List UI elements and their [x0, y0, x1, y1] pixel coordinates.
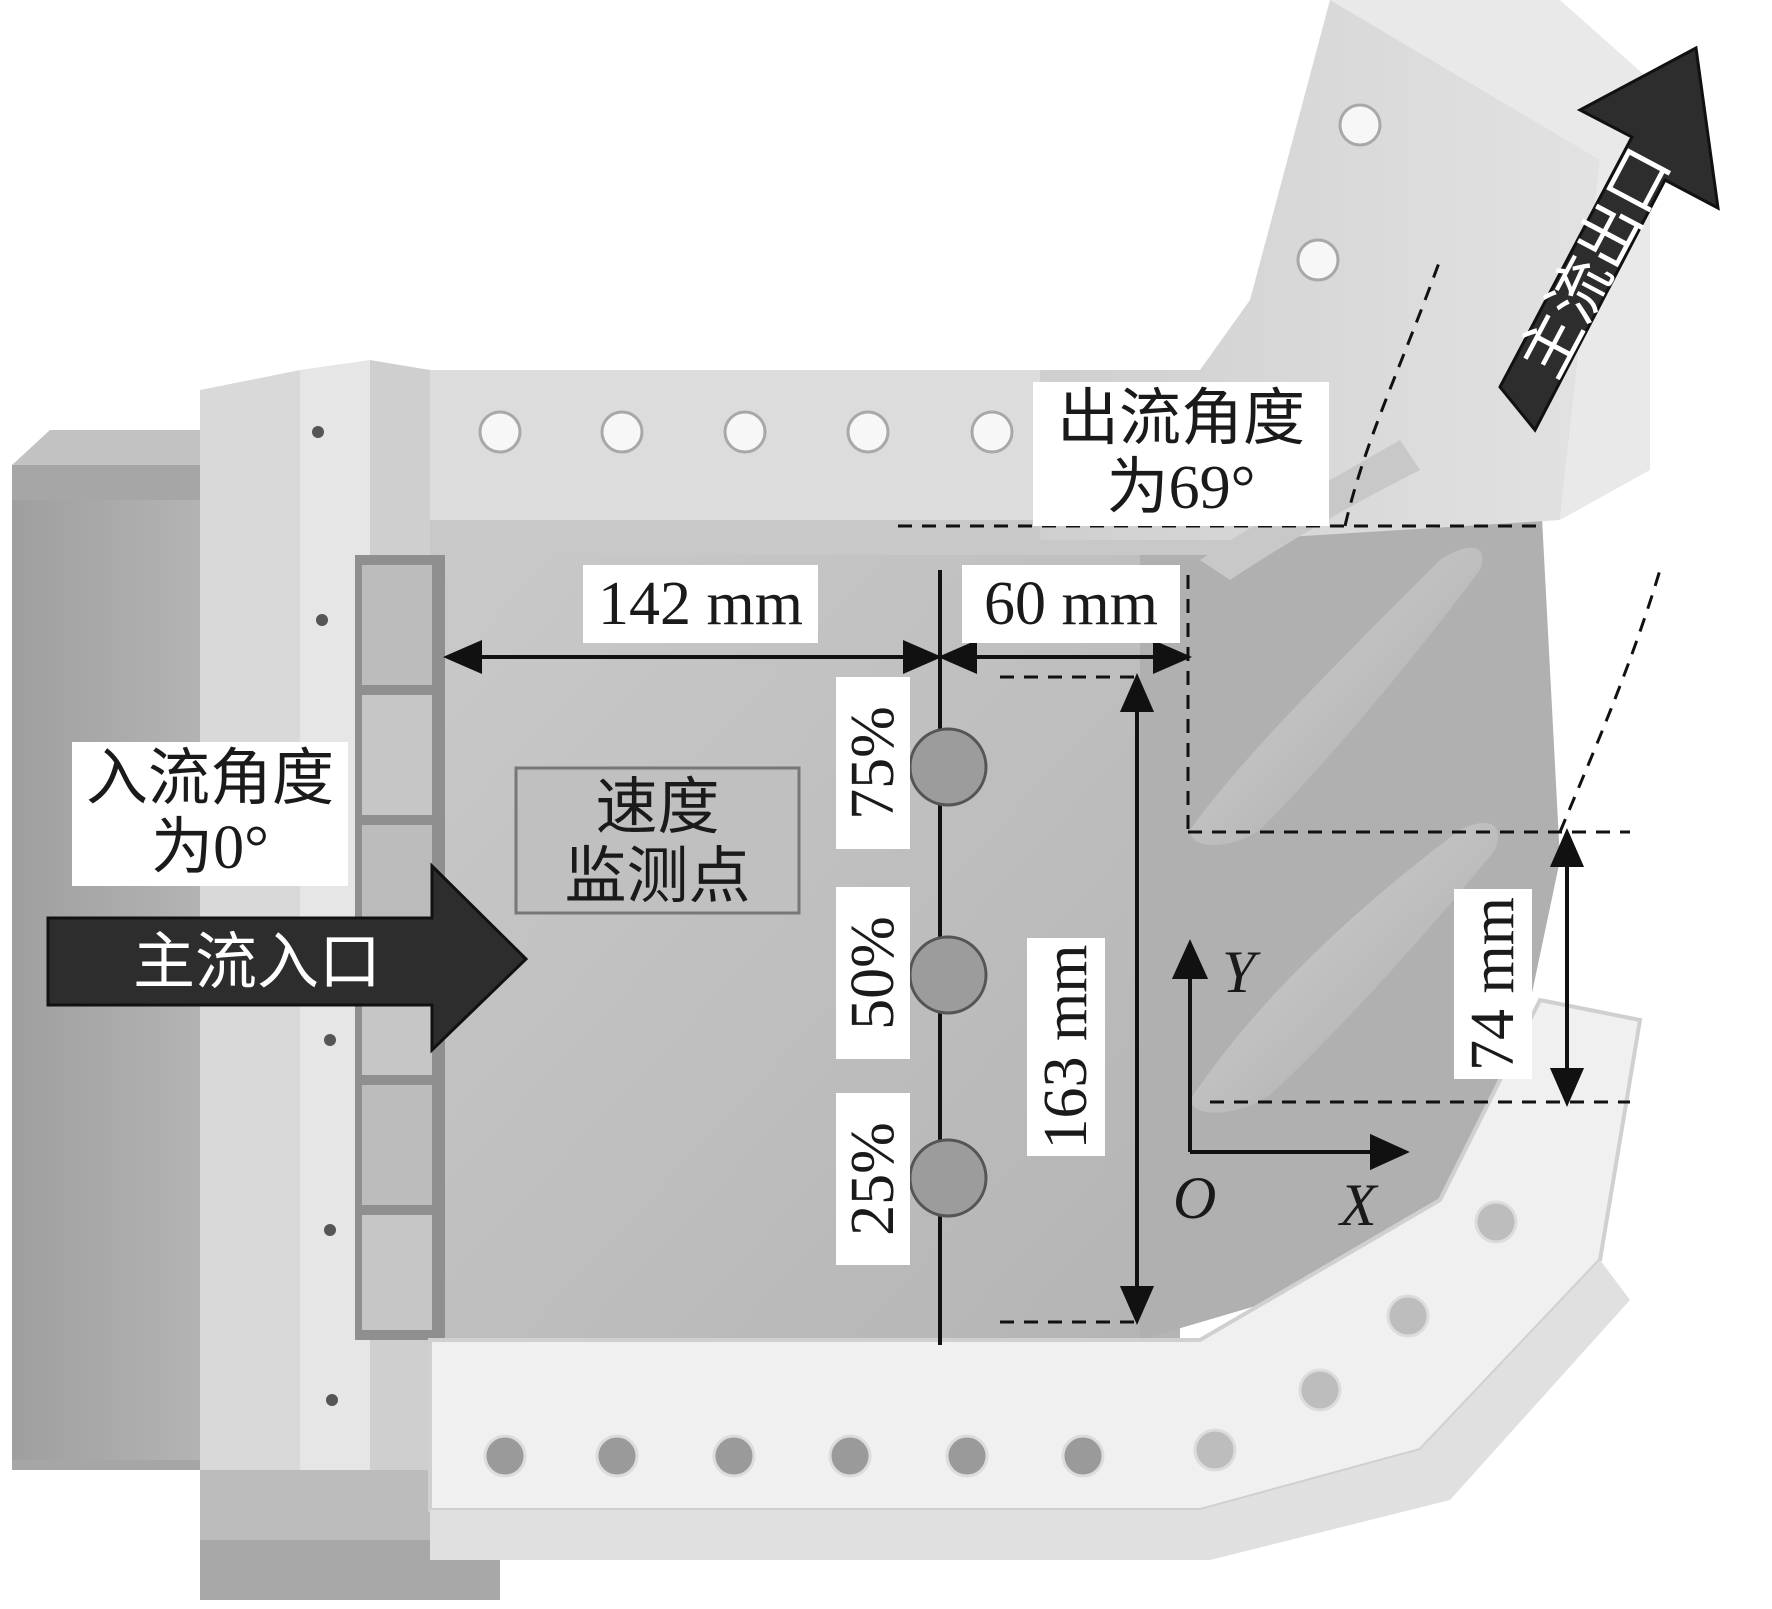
monitor-point-25-label: 25% [836, 1093, 910, 1265]
dim-60-label: 60 mm [962, 565, 1180, 643]
monitor-point-75 [908, 727, 988, 807]
main-inlet-label: 主流入口 [133, 929, 382, 997]
cascade-floor [1140, 480, 1560, 1340]
test-section-floor [445, 555, 1180, 1340]
main-inlet-arrow [46, 862, 529, 1054]
inlet-angle-line1: 入流角度 [85, 744, 334, 813]
axis-x-label: X [1340, 1172, 1377, 1238]
monitor-line2: 监测点 [564, 843, 751, 911]
bottom-wall-holes [483, 1200, 1518, 1478]
monitor-box [514, 766, 801, 915]
coordinate-axes [1171, 939, 1410, 1171]
outlet-angle-line1: 出流角度 [1056, 384, 1305, 453]
monitor-label: 速度 监测点 [516, 773, 799, 913]
axis-origin-label: O [1173, 1165, 1217, 1231]
monitor-point-50-label: 50% [836, 887, 910, 1059]
dimension-lines [443, 639, 1585, 1325]
axis-y-label: Y [1222, 939, 1256, 1005]
main-outlet-arrow [1498, 45, 1720, 433]
outlet-angle-line2: 为69° [1106, 454, 1256, 522]
inlet-angle-line2: 为0° [151, 814, 269, 882]
monitor-point-75-label: 75% [836, 677, 910, 849]
monitor-point-50 [908, 935, 988, 1015]
top-wall-holes [478, 103, 1382, 454]
monitor-point-25 [908, 1138, 988, 1218]
dashed-guides [898, 259, 1662, 1324]
dim-163-label: 163 mm [1027, 938, 1105, 1156]
dim-142-label: 142 mm [583, 565, 818, 643]
dim-74-label: 74 mm [1454, 889, 1532, 1079]
inlet-angle-label: 入流角度 为0° [72, 742, 348, 886]
outlet-angle-label: 出流角度 为69° [1033, 382, 1329, 526]
monitor-line1: 速度 [595, 773, 720, 842]
